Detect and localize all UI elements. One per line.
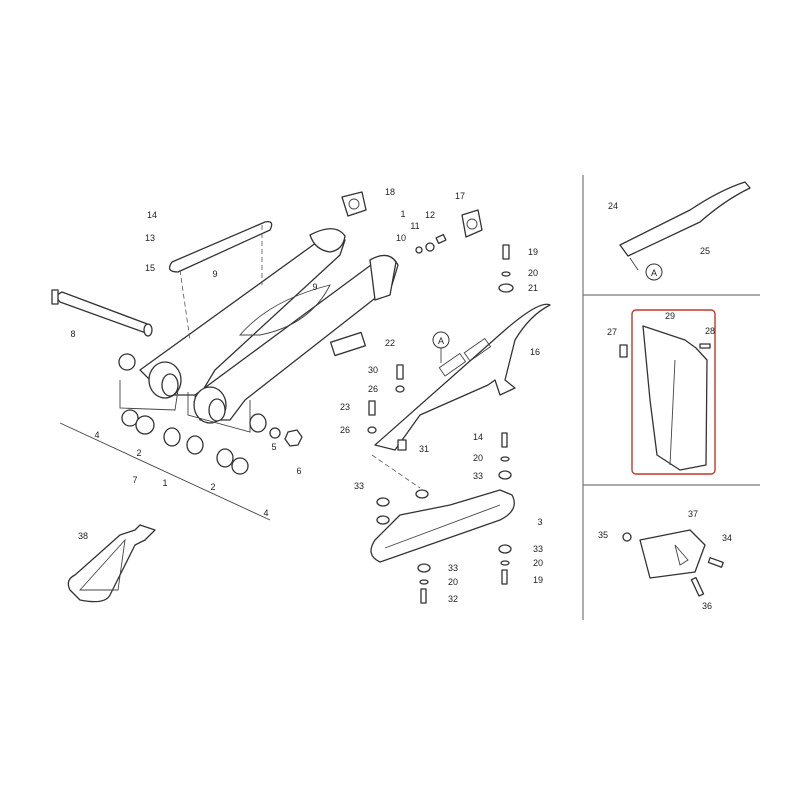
callout-7: 7 — [132, 475, 137, 485]
callout-20: 20 — [448, 577, 458, 587]
callout-15: 15 — [145, 263, 155, 273]
callout-10: 10 — [396, 233, 406, 243]
callout-24: 24 — [608, 201, 618, 211]
callout-33: 33 — [448, 563, 458, 573]
callout-4: 4 — [263, 508, 268, 518]
part-17-adjuster — [461, 209, 483, 238]
reference-marker-a: A — [432, 331, 450, 363]
callout-11: 11 — [410, 221, 419, 231]
callout-33: 33 — [473, 471, 483, 481]
callout-20: 20 — [528, 268, 538, 278]
callout-20: 20 — [473, 453, 483, 463]
part-38-stand — [67, 524, 156, 603]
callout-16: 16 — [530, 347, 540, 357]
callout-8: 8 — [70, 329, 75, 339]
callout-9: 9 — [212, 269, 217, 279]
callout-9: 9 — [312, 282, 317, 292]
callout-1: 1 — [400, 209, 405, 219]
callout-18: 18 — [385, 187, 395, 197]
callout-19: 19 — [533, 575, 543, 585]
callout-1: 1 — [162, 478, 167, 488]
callout-29: 29 — [665, 311, 675, 321]
callout-4: 4 — [94, 430, 99, 440]
callout-26: 26 — [340, 425, 350, 435]
callout-13: 13 — [145, 233, 155, 243]
callout-21: 21 — [528, 283, 538, 293]
callout-12: 12 — [425, 210, 435, 220]
callout-14: 14 — [473, 432, 483, 442]
callout-32: 32 — [448, 594, 458, 604]
callout-5: 5 — [271, 442, 276, 452]
callout-30: 30 — [368, 365, 378, 375]
highlight-box — [631, 309, 716, 475]
bearing-set — [118, 353, 303, 475]
callout-33: 33 — [354, 481, 364, 491]
callout-3: 3 — [537, 517, 542, 527]
callout-31: 31 — [419, 444, 429, 454]
callout-28: 28 — [705, 326, 715, 336]
part-8-axle — [51, 289, 153, 337]
callout-34: 34 — [722, 533, 732, 543]
callout-38: 38 — [78, 531, 88, 541]
part-37-chain-guide — [639, 529, 706, 579]
callout-20: 20 — [533, 558, 543, 568]
svg-text:A: A — [438, 336, 444, 346]
callout-19: 19 — [528, 247, 538, 257]
bolts — [367, 244, 514, 604]
callout-23: 23 — [340, 402, 350, 412]
callout-17: 17 — [455, 191, 465, 201]
part-25-chain-slider — [619, 181, 751, 257]
callout-2: 2 — [210, 482, 215, 492]
svg-text:A: A — [651, 268, 657, 278]
part-16-chain-guard — [374, 303, 551, 451]
callout-36: 36 — [702, 601, 712, 611]
callout-26: 26 — [368, 384, 378, 394]
callout-37: 37 — [688, 509, 698, 519]
part-29-mudguard — [642, 325, 708, 471]
callout-27: 27 — [607, 327, 617, 337]
callout-22: 22 — [385, 338, 395, 348]
callout-33: 33 — [533, 544, 543, 554]
callout-25: 25 — [700, 246, 710, 256]
swingarm — [119, 228, 399, 433]
part-18-adjuster — [341, 191, 367, 217]
part-22-decal — [329, 331, 367, 357]
callout-14: 14 — [147, 210, 157, 220]
reference-marker-a-panel: A — [645, 263, 663, 281]
part-15-slider — [168, 221, 273, 273]
callout-2: 2 — [136, 448, 141, 458]
callout-6: 6 — [296, 466, 301, 476]
callout-35: 35 — [598, 530, 608, 540]
